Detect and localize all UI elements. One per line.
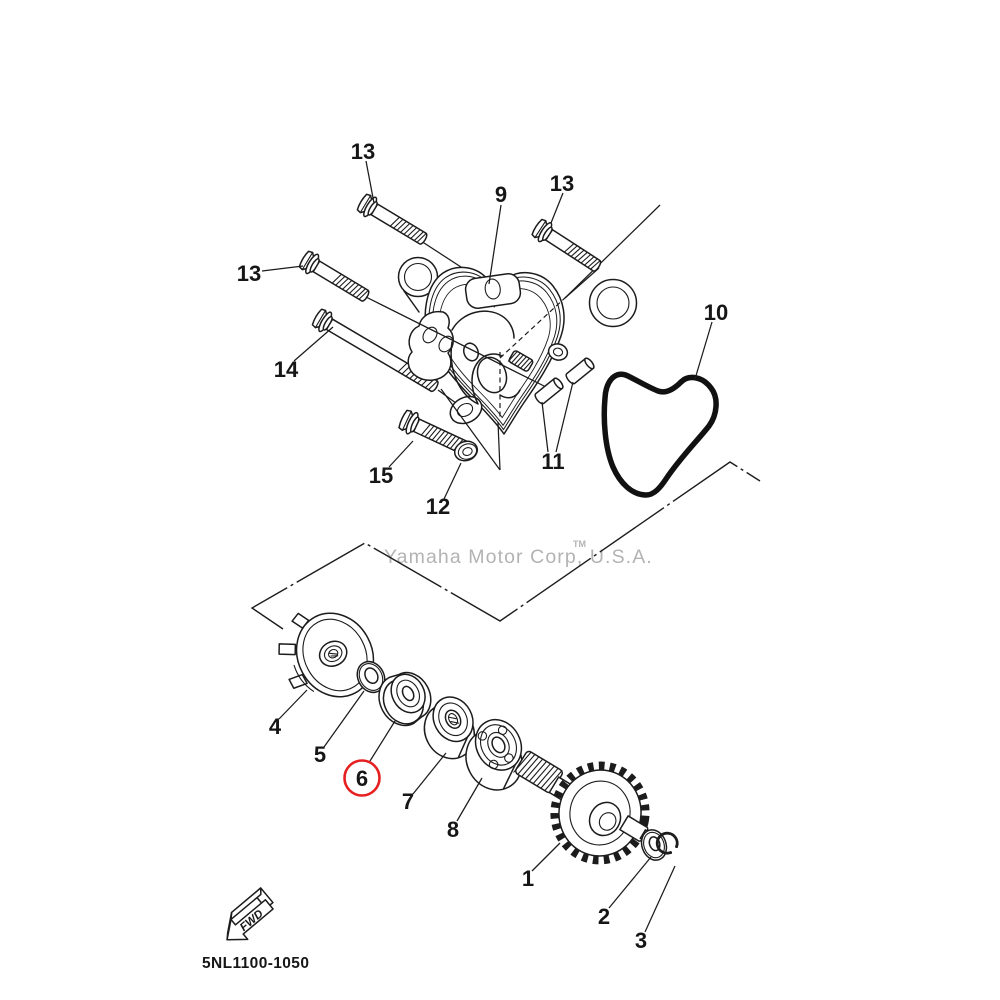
callout-4[interactable]: 4 [269,714,282,739]
bolt-13-top [354,191,432,251]
cover-assembly-pointer-lines [440,388,501,471]
dowel-pin-upper [563,356,597,386]
gasket-seal-part10 [601,371,719,498]
fwd-arrow: FWD [226,887,274,941]
callout-5[interactable]: 5 [314,742,326,767]
cover-right-ear [547,343,569,361]
seal-spring [507,350,534,372]
callout-7[interactable]: 7 [402,789,414,814]
callout-10[interactable]: 10 [704,300,728,325]
callout-labels: 13 9 13 13 14 15 12 11 10 4 5 6 7 8 1 2 … [237,139,728,953]
group-frame-lines [250,204,761,630]
circlip-part3 [655,831,679,855]
fwd-arrow-face [226,899,274,941]
impeller-vane [278,643,297,656]
gear-teeth [550,761,650,865]
callout-13-left[interactable]: 13 [237,261,261,286]
impeller-part4 [278,612,375,698]
bolt-13-right [529,216,606,278]
part-code-text: 5NL1100-1050 [202,955,309,972]
bolt-13-left [296,248,374,308]
oil-seal-part6 [378,671,432,727]
callout-leader-lines [261,160,713,933]
bolt13-long-axis-line [365,296,549,389]
upper-frame-line [564,204,661,299]
callout-14[interactable]: 14 [274,357,299,382]
highlight-circle-part6[interactable] [343,759,381,797]
callout-12[interactable]: 12 [426,494,450,519]
lower-group-frame-line [250,461,761,630]
callout-1[interactable]: 1 [522,866,534,891]
callout-8[interactable]: 8 [447,817,459,842]
callout-6-highlighted[interactable]: 6 [356,766,368,791]
pump-cover-part9 [397,256,638,435]
inlet-boss-circle [588,278,638,328]
watermark-text: Yamaha Motor Corp, U.S.A. [384,546,653,568]
bearing-bore [491,736,506,754]
callout-13-top[interactable]: 13 [351,139,375,164]
bearing-ball [488,759,499,770]
washer-hole [364,667,379,685]
callout-11[interactable]: 11 [541,449,564,474]
washer-part5 [356,660,386,694]
bearing-ball [497,725,508,735]
callout-9[interactable]: 9 [495,182,507,207]
callout-2[interactable]: 2 [598,904,610,929]
impeller-vane [288,673,308,689]
cover-interior-detail [450,310,521,405]
cover-left-flange [407,310,454,381]
hidden-axis-dashed-lines [499,296,567,419]
callout-3[interactable]: 3 [635,928,647,953]
impeller-shaft-assembly [278,612,679,865]
impeller-shaft-gear-part1 [513,750,654,865]
washer-part12 [453,440,479,462]
gear [550,761,650,865]
callout-15[interactable]: 15 [369,463,393,488]
watermark-tm-mark: TM [573,539,586,549]
cover-top-tab [464,273,522,309]
bearing-part7 [423,696,476,760]
cover-bottom-ear [449,395,483,425]
seal-bore [401,685,415,702]
callout-13-right[interactable]: 13 [550,171,574,196]
bearing-part8 [465,718,523,791]
bearing-ball [477,731,488,741]
